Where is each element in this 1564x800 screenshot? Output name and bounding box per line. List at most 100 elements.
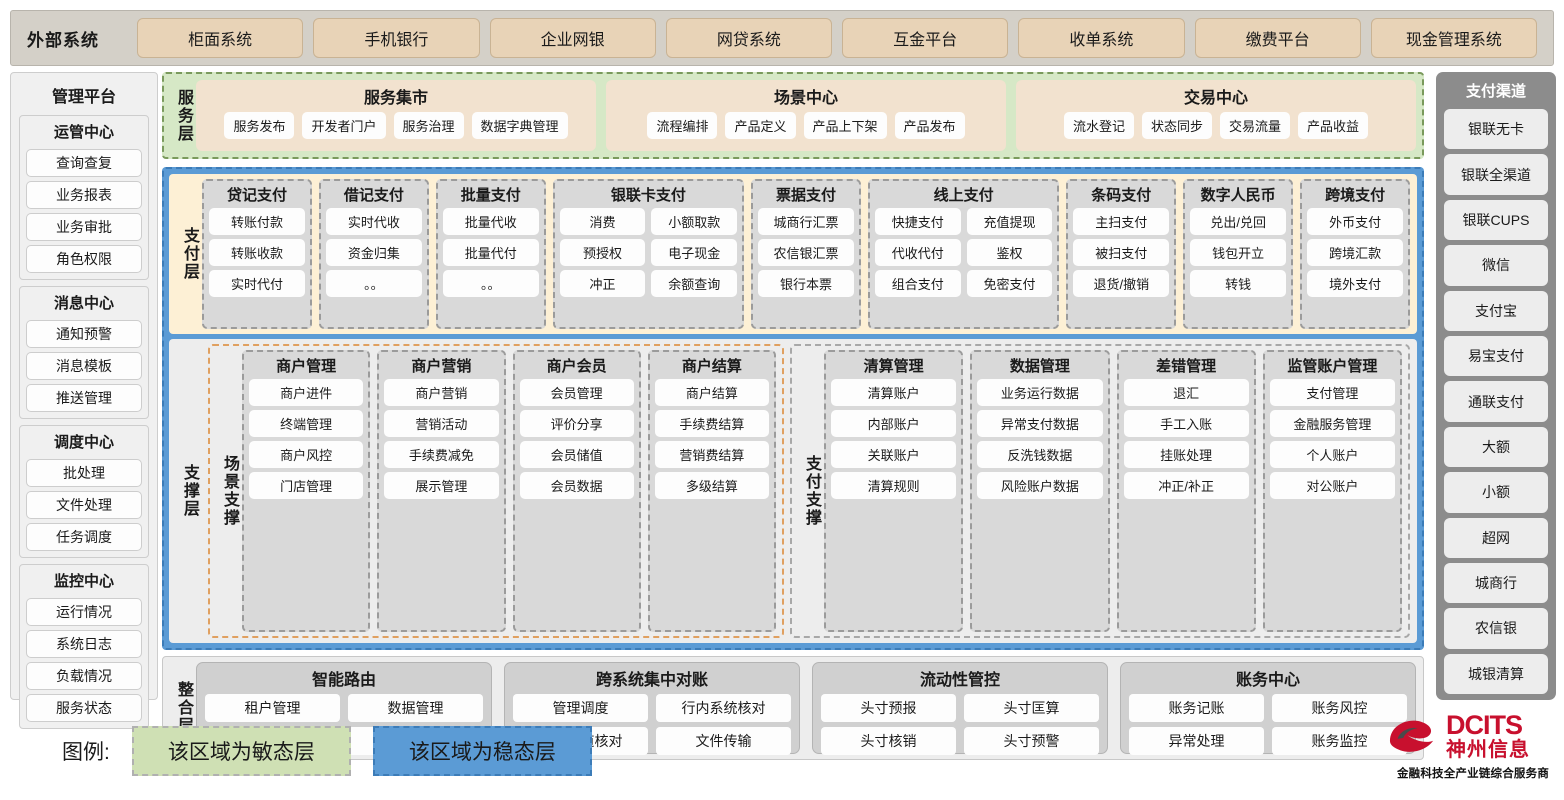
payment-item[interactable]: 代收代付 <box>874 239 961 266</box>
support-item[interactable]: 金融服务管理 <box>1269 410 1396 437</box>
payment-item[interactable]: 实时代付 <box>209 270 305 297</box>
service-chip[interactable]: 产品收益 <box>1298 112 1369 139</box>
support-item[interactable]: 展示管理 <box>384 472 499 499</box>
management-item[interactable]: 服务状态 <box>26 694 142 722</box>
external-system-item[interactable]: 网贷系统 <box>665 18 832 58</box>
integration-item[interactable]: 头寸预警 <box>964 727 1099 755</box>
integration-item[interactable]: 文件传输 <box>656 727 791 755</box>
payment-channel-item[interactable]: 大额 <box>1444 426 1548 468</box>
support-item[interactable]: 会员管理 <box>519 379 634 406</box>
payment-channel-item[interactable]: 微信 <box>1444 245 1548 286</box>
support-item[interactable]: 清算规则 <box>831 472 957 499</box>
payment-item[interactable]: 主扫支付 <box>1073 208 1170 235</box>
service-chip[interactable]: 服务治理 <box>393 112 464 139</box>
management-item[interactable]: 查询查复 <box>26 149 142 177</box>
integration-item[interactable]: 账务监控 <box>1272 727 1407 755</box>
management-item[interactable]: 负载情况 <box>26 662 142 690</box>
support-item[interactable]: 异常支付数据 <box>977 410 1103 437</box>
service-chip[interactable]: 产品定义 <box>725 112 796 139</box>
support-item[interactable]: 营销活动 <box>384 410 499 437</box>
support-item[interactable]: 营销费结算 <box>654 441 770 468</box>
payment-item[interactable]: 被扫支付 <box>1073 239 1170 266</box>
support-item[interactable]: 冲正/补正 <box>1123 472 1249 499</box>
payment-item[interactable]: 转账付款 <box>209 208 305 235</box>
service-chip[interactable]: 服务发布 <box>224 112 295 139</box>
integration-item[interactable]: 行内系统核对 <box>656 694 791 722</box>
payment-channel-item[interactable]: 小额 <box>1444 472 1548 513</box>
management-item[interactable]: 消息模板 <box>26 352 142 380</box>
payment-item[interactable]: 资金归集 <box>325 239 422 266</box>
management-item[interactable]: 批处理 <box>26 459 142 487</box>
support-item[interactable]: 关联账户 <box>831 441 957 468</box>
payment-item[interactable]: 实时代收 <box>325 208 422 235</box>
payment-item[interactable]: 消费 <box>559 208 646 235</box>
payment-channel-item[interactable]: 支付宝 <box>1444 290 1548 331</box>
payment-item[interactable]: 电子现金 <box>651 239 738 266</box>
support-item[interactable]: 业务运行数据 <box>977 379 1103 406</box>
payment-item[interactable]: 批量代付 <box>442 239 539 266</box>
support-item[interactable]: 手续费结算 <box>654 410 770 437</box>
payment-item[interactable]: 城商行汇票 <box>758 208 854 235</box>
service-chip[interactable]: 产品上下架 <box>803 112 887 139</box>
support-item[interactable]: 退汇 <box>1123 379 1249 406</box>
service-chip[interactable]: 开发者门户 <box>302 112 386 139</box>
support-item[interactable]: 个人账户 <box>1269 441 1396 468</box>
service-chip[interactable]: 交易流量 <box>1220 112 1291 139</box>
service-chip[interactable]: 产品发布 <box>894 112 965 139</box>
management-item[interactable]: 文件处理 <box>26 491 142 519</box>
payment-channel-item[interactable]: 银联无卡 <box>1444 109 1548 150</box>
payment-item[interactable]: 转账收款 <box>209 239 305 266</box>
support-item[interactable]: 手工入账 <box>1123 410 1249 437</box>
external-system-item[interactable]: 收单系统 <box>1018 18 1185 58</box>
integration-item[interactable]: 头寸预报 <box>821 694 956 722</box>
payment-item[interactable]: 跨境汇款 <box>1307 239 1404 266</box>
payment-item[interactable]: 农信银汇票 <box>758 239 854 266</box>
support-item[interactable]: 挂账处理 <box>1123 441 1249 468</box>
external-system-item[interactable]: 企业网银 <box>489 18 656 58</box>
management-item[interactable]: 角色权限 <box>26 245 142 273</box>
support-item[interactable]: 终端管理 <box>249 410 364 437</box>
service-chip[interactable]: 数据字典管理 <box>471 112 568 139</box>
external-system-item[interactable]: 柜面系统 <box>137 18 304 58</box>
external-system-item[interactable]: 缴费平台 <box>1194 18 1361 58</box>
support-item[interactable]: 商户风控 <box>249 441 364 468</box>
integration-item[interactable]: 头寸匡算 <box>964 694 1099 722</box>
support-item[interactable]: 风险账户数据 <box>977 472 1103 499</box>
service-chip[interactable]: 状态同步 <box>1141 112 1212 139</box>
payment-item[interactable]: 鉴权 <box>966 239 1053 266</box>
payment-item[interactable]: 充值提现 <box>966 208 1053 235</box>
management-item[interactable]: 业务报表 <box>26 181 142 209</box>
payment-item[interactable]: 批量代收 <box>442 208 539 235</box>
payment-channel-item[interactable]: 城商行 <box>1444 562 1548 604</box>
payment-channel-item[interactable]: 超网 <box>1444 517 1548 558</box>
payment-channel-item[interactable]: 易宝支付 <box>1444 335 1548 377</box>
management-item[interactable]: 系统日志 <box>26 630 142 658</box>
payment-channel-item[interactable]: 银联全渠道 <box>1444 154 1548 195</box>
payment-item[interactable]: 免密支付 <box>966 270 1053 297</box>
external-system-item[interactable]: 现金管理系统 <box>1370 18 1537 58</box>
payment-channel-item[interactable]: 银联CUPS <box>1444 199 1548 241</box>
integration-item[interactable]: 头寸核销 <box>821 727 956 755</box>
payment-item[interactable]: 兑出/兑回 <box>1190 208 1287 235</box>
integration-item[interactable]: 数据管理 <box>348 694 483 722</box>
management-item[interactable]: 通知预警 <box>26 320 142 348</box>
support-item[interactable]: 会员数据 <box>519 472 634 499</box>
support-item[interactable]: 会员储值 <box>519 441 634 468</box>
support-item[interactable]: 内部账户 <box>831 410 957 437</box>
integration-item[interactable]: 租户管理 <box>205 694 340 722</box>
payment-item[interactable]: 境外支付 <box>1307 270 1404 297</box>
payment-item[interactable]: 小额取款 <box>651 208 738 235</box>
payment-item[interactable]: 退货/撤销 <box>1073 270 1170 297</box>
payment-item[interactable]: 组合支付 <box>874 270 961 297</box>
support-item[interactable]: 商户营销 <box>384 379 499 406</box>
integration-item[interactable]: 账务风控 <box>1272 694 1407 722</box>
integration-item[interactable]: 账务记账 <box>1129 694 1264 722</box>
external-system-item[interactable]: 手机银行 <box>313 18 480 58</box>
support-item[interactable]: 手续费减免 <box>384 441 499 468</box>
payment-item[interactable]: 转钱 <box>1190 270 1287 297</box>
management-item[interactable]: 任务调度 <box>26 523 142 551</box>
management-item[interactable]: 业务审批 <box>26 213 142 241</box>
payment-item[interactable]: 余额查询 <box>651 270 738 297</box>
support-item[interactable]: 对公账户 <box>1269 472 1396 499</box>
support-item[interactable]: 清算账户 <box>831 379 957 406</box>
